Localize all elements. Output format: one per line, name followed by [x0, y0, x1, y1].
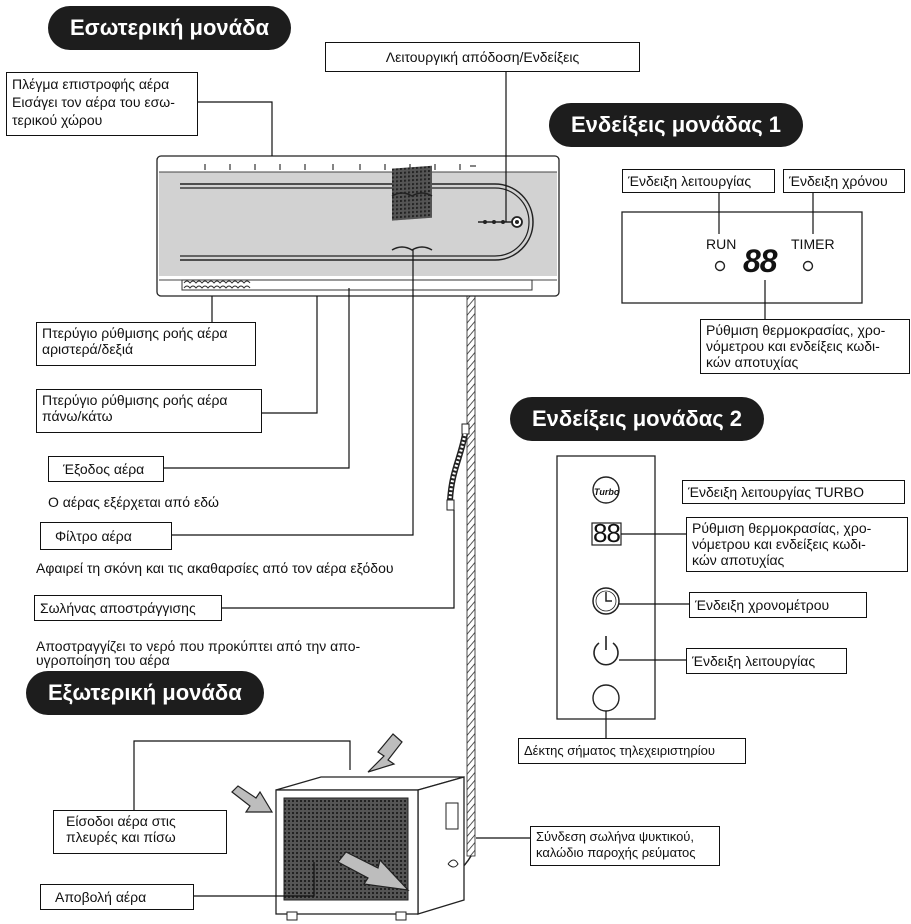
- louver-ud-line-1: Πτερύγιο ρύθμισης ροής αέρα: [42, 392, 228, 408]
- power-icon: [593, 636, 619, 666]
- turbo-label-text: Ένδειξη λειτουργίας TURBO: [688, 484, 864, 500]
- run-text: RUN: [706, 236, 737, 252]
- return-grille-label: Πλέγμα επιστροφής αέρα Εισάγει τον αέρα …: [6, 72, 198, 136]
- display1-temp-line-2: νόμετρου και ενδείξεις κωδι-: [706, 338, 880, 354]
- filter-text: Φίλτρο αέρα: [55, 528, 132, 544]
- display2-temp-label: Ρύθμιση θερμοκρασίας, χρο- νόμετρου και …: [686, 517, 908, 572]
- louver-lr-line-2: αριστερά/δεξιά: [42, 341, 134, 357]
- connection-line-2: καλώδιο παροχής ρεύματος: [536, 845, 696, 860]
- indoor-unit: [156, 155, 560, 297]
- display1-title: Ενδείξεις μονάδας 1: [549, 103, 804, 147]
- receiver-label: Δέκτης σήματος τηλεχειριστηρίου: [518, 738, 746, 764]
- louver-lr-label: Πτερύγιο ρύθμισης ροής αέρα αριστερά/δεξ…: [36, 322, 256, 366]
- return-grille-line-2: Εισάγει τον αέρα του εσω-: [12, 94, 175, 110]
- indicator-dots: [478, 216, 523, 228]
- return-grille-line-3: τερικού χώρου: [12, 112, 103, 128]
- display2-digits: 88: [593, 518, 621, 548]
- run-indicator-2-label: Ένδειξη λειτουργίας: [686, 648, 847, 674]
- arrow-in-top: [367, 733, 403, 773]
- display1-temp-label: Ρύθμιση θερμοκρασίας, χρο- νόμετρου και …: [700, 319, 910, 374]
- outdoor-unit-title: Εξωτερική μονάδα: [26, 671, 264, 715]
- air-inlets-line-1: Είσοδοι αέρα στις: [66, 813, 176, 829]
- display-label-text: Λειτουργική απόδοση/Ενδείξεις: [385, 49, 580, 65]
- arrow-in-left: [231, 785, 274, 813]
- air-outlet-desc: Ο αέρας εξέρχεται από εδώ: [48, 494, 219, 510]
- drain-desc-2: υγροποίηση του αέρα: [36, 652, 170, 668]
- filter-graphic: [391, 165, 433, 251]
- filter-label: Φίλτρο αέρα: [40, 522, 172, 550]
- receiver-text: Δέκτης σήματος τηλεχειριστηρίου: [524, 743, 716, 758]
- louver-ud-line-2: πάνω/κάτω: [42, 408, 113, 424]
- clock-icon: [592, 587, 620, 615]
- air-discharge-label: Αποβολή αέρα: [40, 884, 194, 910]
- timer-indicator-text: Ένδειξη χρόνου: [789, 173, 888, 189]
- indoor-unit-title: Εσωτερική μονάδα: [48, 6, 292, 50]
- filter-desc: Αφαιρεί τη σκόνη και τις ακαθαρσίες από …: [36, 560, 394, 576]
- run-indicator-2-text: Ένδειξη λειτουργίας: [692, 653, 816, 669]
- connection-label: Σύνδεση σωλήνα ψυκτικού, καλώδιο παροχής…: [530, 826, 720, 866]
- run-indicator-label: Ένδειξη λειτουργίας: [622, 169, 775, 193]
- display2-temp-line-3: κών αποτυχίας: [692, 552, 785, 568]
- drain-label: Σωλήνας αποστράγγισης: [34, 595, 222, 621]
- display-panel-2: [556, 455, 656, 720]
- timer-indicator-label: Ένδειξη χρόνου: [783, 169, 905, 193]
- display1-digits: 88: [743, 243, 778, 279]
- display2-temp-line-2: νόμετρου και ενδείξεις κωδι-: [692, 536, 866, 552]
- louver-lr-line-1: Πτερύγιο ρύθμισης ροής αέρα: [42, 325, 228, 341]
- drain-desc-1: Αποστραγγίζει το νερό που προκύπτει από …: [36, 638, 361, 654]
- display1-temp-line-3: κών αποτυχίας: [706, 354, 799, 370]
- display2-title: Ενδείξεις μονάδας 2: [510, 397, 765, 441]
- air-inlets-line-2: πλευρές και πίσω: [66, 829, 176, 845]
- air-discharge-text: Αποβολή αέρα: [55, 889, 147, 905]
- display1-temp-line-1: Ρύθμιση θερμοκρασίας, χρο-: [706, 322, 886, 338]
- timer-text: TIMER: [791, 236, 835, 252]
- air-inlets-label: Είσοδοι αέρα στις πλευρές και πίσω: [53, 810, 227, 854]
- connection-line-1: Σύνδεση σωλήνα ψυκτικού,: [536, 829, 695, 844]
- arrow-discharge: [337, 851, 410, 891]
- run-indicator-text: Ένδειξη λειτουργίας: [628, 173, 752, 189]
- remote-receiver-graphic: [592, 684, 620, 712]
- display-label: Λειτουργική απόδοση/Ενδείξεις: [325, 42, 640, 72]
- timer-indicator-2-label: Ένδειξη χρονομέτρου: [689, 592, 867, 618]
- turbo-label: Ένδειξη λειτουργίας TURBO: [682, 480, 905, 504]
- drain-hose-graphic: [446, 423, 470, 511]
- louver-graphic: [183, 280, 251, 289]
- turbo-icon-text: Turbo: [594, 487, 620, 497]
- return-grille-line-1: Πλέγμα επιστροφής αέρα: [12, 76, 170, 92]
- air-outlet-label: Έξοδος αέρα: [48, 456, 164, 482]
- display-panel-1: [621, 211, 863, 304]
- refrigerant-pipe: [466, 295, 476, 857]
- timer-indicator-2-text: Ένδειξη χρονομέτρου: [695, 597, 830, 613]
- drain-text: Σωλήνας αποστράγγισης: [40, 600, 196, 616]
- louver-ud-label: Πτερύγιο ρύθμισης ροής αέρα πάνω/κάτω: [36, 389, 262, 433]
- display2-temp-line-1: Ρύθμιση θερμοκρασίας, χρο-: [692, 520, 872, 536]
- outdoor-unit: [275, 776, 465, 921]
- air-outlet-text: Έξοδος αέρα: [63, 461, 145, 477]
